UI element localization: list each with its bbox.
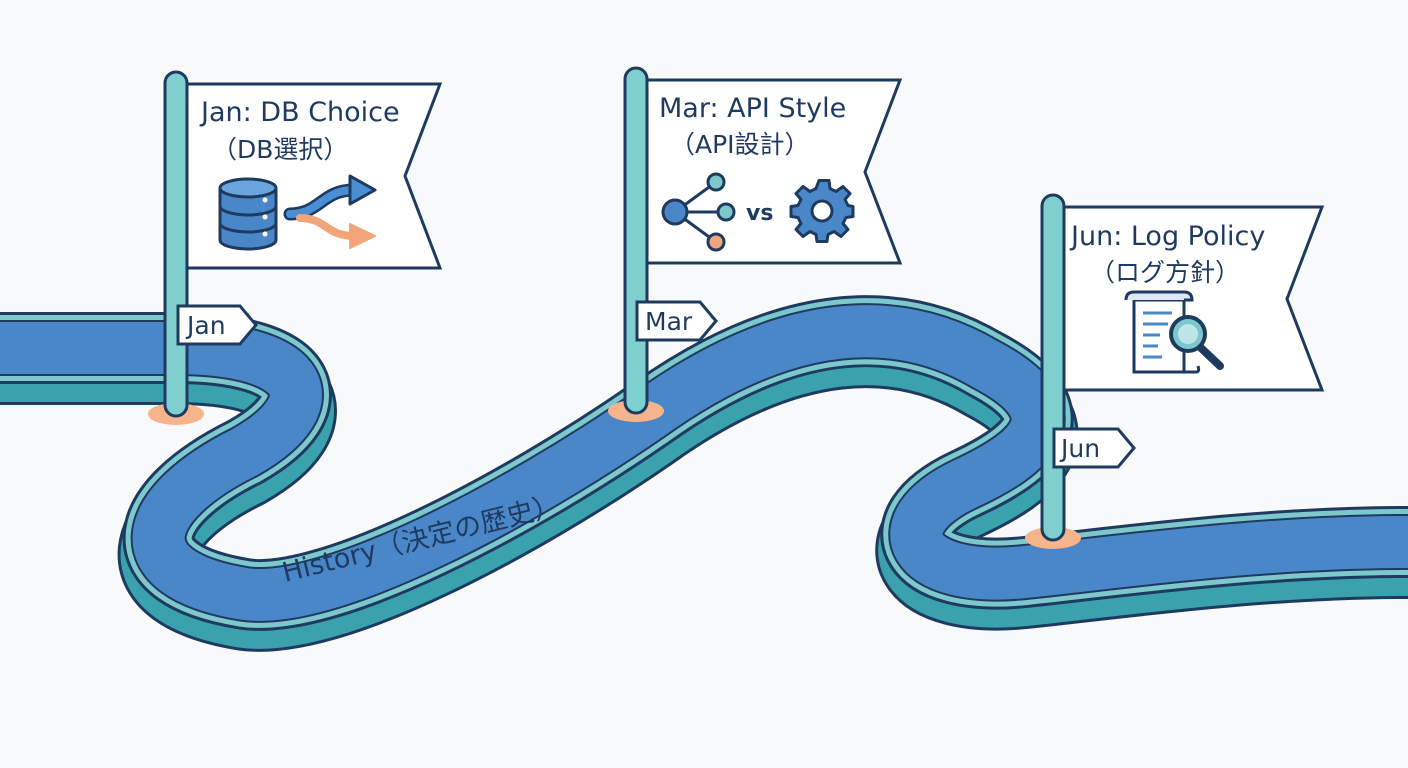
flag-pole — [623, 66, 649, 415]
flag-title: Jun: Log Policy — [1069, 221, 1265, 252]
document-search-icon — [1124, 290, 1224, 374]
flag-title: Jan: DB Choice — [199, 97, 400, 128]
flag-pole — [1040, 193, 1066, 542]
gear-icon — [789, 179, 855, 243]
flag-title: Mar: API Style — [659, 93, 846, 124]
month-tag-label: Jun — [1059, 434, 1100, 463]
month-tag — [1052, 427, 1136, 469]
month-tag — [635, 300, 718, 342]
month-tag-label: Jan — [185, 311, 226, 340]
flag-subtitle: （DB選択） — [212, 135, 348, 164]
database-branch-icon — [218, 174, 377, 251]
road — [0, 295, 1408, 652]
month-tag-label: Mar — [645, 307, 693, 336]
flag-pole — [163, 70, 189, 418]
milestone-mar: Mar: API Style （API設計） vs Mar — [608, 66, 903, 422]
network-icon — [661, 172, 736, 252]
flag-subtitle: （ログ方針） — [1090, 258, 1240, 287]
milestone-jun: Jun: Log Policy （ログ方針） Jun — [1025, 193, 1325, 549]
road-surface — [0, 305, 1408, 621]
milestone-jan: Jan: DB Choice （DB選択） Jan — [148, 70, 443, 425]
month-tag — [176, 304, 258, 346]
vs-label: vs — [746, 201, 773, 226]
flag-subtitle: （API設計） — [670, 130, 810, 159]
